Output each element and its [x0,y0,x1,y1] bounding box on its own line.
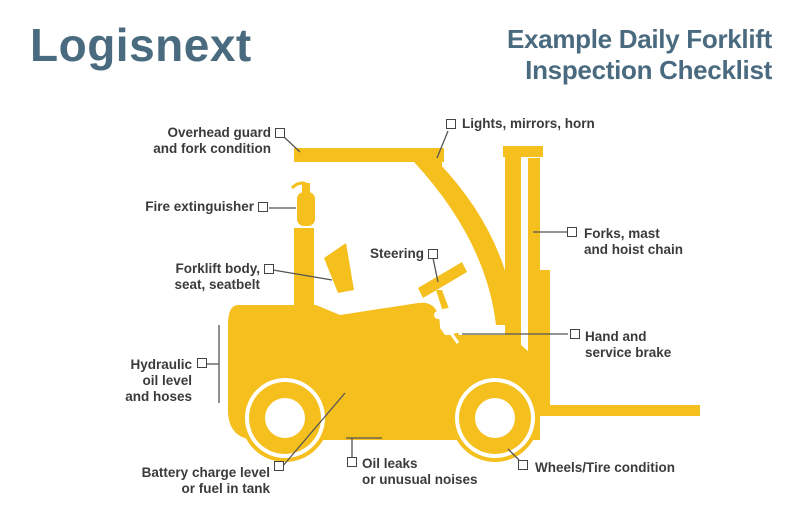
label-brake: Hand and service brake [585,329,671,361]
title-line-2: Inspection Checklist [525,55,772,85]
label-line: and hoist chain [584,242,684,257]
overhead-guard-roof [294,148,444,162]
leader-lights [436,130,449,159]
front-pillar [414,162,516,325]
label-overhead-guard: Overhead guard and fork condition [153,125,271,157]
label-line: Forks, mast [584,226,660,241]
hydraulic-checkbox[interactable] [197,358,207,368]
label-line: oil level [142,373,192,388]
leader-steering [432,257,439,283]
fire-extinguisher-checkbox[interactable] [258,202,268,212]
title-line-1: Example Daily Forklift [506,24,772,54]
brake-checkbox[interactable] [570,329,580,339]
label-line: or unusual noises [362,472,478,487]
fire-extinguisher-body [297,192,315,226]
forks-checkbox[interactable] [567,227,577,237]
page-title: Example Daily Forklift Inspection Checkl… [507,24,772,86]
label-line: Wheels/Tire condition [535,460,676,475]
label-line: or fuel in tank [181,481,270,496]
rear-hub [265,398,305,438]
leader-battery [281,392,346,468]
label-wheels: Wheels/Tire condition [535,460,675,476]
label-line: Battery charge level [141,465,270,480]
extinguisher-hose [290,181,309,190]
lights-checkbox[interactable] [446,119,456,129]
overhead-guard-checkbox[interactable] [275,128,285,138]
steering-checkbox[interactable] [428,249,438,259]
wheels-checkbox[interactable] [518,460,528,470]
label-line: Overhead guard [167,125,271,140]
label-steering: Steering [370,246,424,262]
body-checkbox[interactable] [264,264,274,274]
oil-leaks-checkbox[interactable] [347,457,357,467]
label-forks: Forks, mast and hoist chain [584,226,683,258]
label-line: Fire extinguisher [145,199,254,214]
fork-blade [540,405,700,416]
fork-carriage [540,270,550,416]
hand-brake-knob [434,311,442,319]
fire-extinguisher-valve [302,183,310,193]
cab-opening [440,307,492,335]
leader-wheels [507,448,520,461]
leader-body [272,269,333,281]
steering-wheel [418,262,467,298]
label-line: and hoses [125,389,192,404]
label-line: Hydraulic [130,357,192,372]
leader-overhead [282,135,301,153]
label-line: and fork condition [153,141,271,156]
label-battery: Battery charge level or fuel in tank [142,465,270,497]
label-line: Oil leaks [362,456,418,471]
battery-checkbox[interactable] [274,461,284,471]
label-line: Forklift body, [175,261,261,276]
mast-inner [528,158,540,436]
light-unit [432,158,442,168]
label-line: Steering [369,246,424,261]
seat [324,243,354,293]
mast-outer [505,146,521,436]
label-hydraulic: Hydraulic oil level and hoses [125,357,192,405]
hand-brake-lever [436,314,460,344]
rear-pillar [294,228,314,308]
label-lights: Lights, mirrors, horn [462,116,595,132]
label-line: Hand and [585,329,647,344]
label-line: seat, seatbelt [174,277,260,292]
logisnext-logo: Logisnext [30,19,252,71]
label-body: Forklift body, seat, seatbelt [174,261,260,293]
label-line: Lights, mirrors, horn [462,116,595,131]
label-fire-extinguisher: Fire extinguisher [145,199,254,215]
label-line: service brake [585,345,672,360]
mast-top [503,146,543,157]
front-hub [475,398,515,438]
label-oil-leaks: Oil leaks or unusual noises [362,456,478,488]
leader-lines [206,130,568,468]
